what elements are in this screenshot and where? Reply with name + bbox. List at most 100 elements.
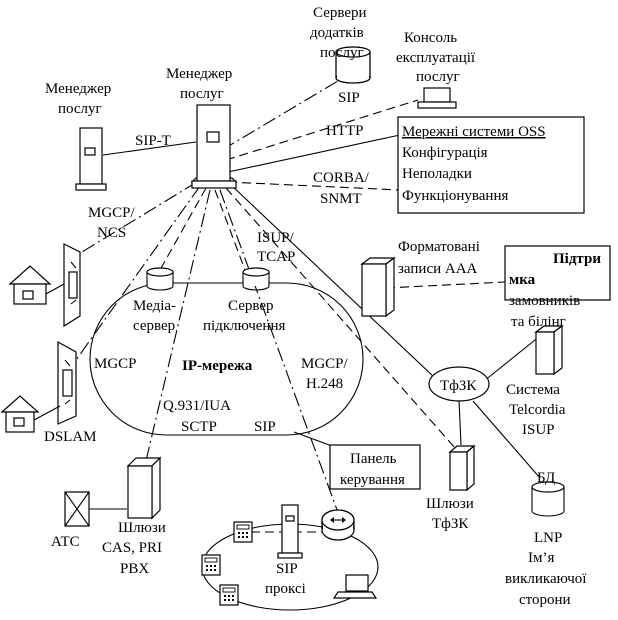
- media-server-label-1: Медіа-: [133, 298, 176, 314]
- tfzk-gw-label-2: ТфЗК: [432, 516, 469, 532]
- app-servers-label-3: послуг: [320, 45, 364, 61]
- sip-proxy-label-2: проксі: [265, 581, 306, 597]
- server-indicator-icon: [206, 131, 220, 143]
- media-server-cylinder: [146, 267, 174, 291]
- dslam-label: DSLAM: [44, 429, 97, 445]
- ops-console-label-1: Консоль: [404, 30, 457, 46]
- connection-server-label-1: Сервер: [228, 298, 274, 314]
- connection-server-label-2: підключення: [203, 318, 285, 334]
- link-manager-router: [219, 189, 341, 519]
- control-panel-label-1: Панель: [350, 451, 397, 467]
- service-manager-left-label-2: послуг: [58, 101, 102, 117]
- ops-console-label-2: експлуатації: [396, 50, 476, 66]
- billing-label-3: замовників: [509, 293, 580, 309]
- ip-phone-icon: [219, 584, 239, 606]
- isup-tcap-label-1: ISUP/: [257, 230, 295, 246]
- link-tfzk-telcordia: [483, 335, 541, 382]
- app-servers-cylinder: [335, 46, 371, 84]
- link-house2-dslam: [33, 405, 61, 421]
- control-panel-box: [329, 444, 421, 490]
- cas-label-2: CAS, PRI: [102, 540, 162, 556]
- app-servers-label-2: додатків: [310, 25, 364, 41]
- tfzk-gateway-server: [448, 444, 476, 492]
- telcordia-label-3: ISUP: [522, 422, 555, 438]
- link-manager-cas: [144, 189, 211, 466]
- ops-console-terminal: [417, 87, 457, 109]
- media-server-label-2: сервер: [133, 318, 175, 334]
- ip-network-label: IP-мережа: [182, 358, 253, 374]
- mgcp-left-label: MGCP: [94, 356, 137, 372]
- q931-label-2: SCTP: [181, 419, 217, 435]
- lnp-label-3: викликаючої: [505, 571, 587, 587]
- oss-line-faults: Неполадки: [402, 166, 472, 182]
- main-service-manager: [190, 104, 238, 189]
- telcordia-label-1: Система: [506, 382, 560, 398]
- telcordia-label-2: Telcordia: [509, 402, 566, 418]
- server-indicator-icon: [285, 515, 295, 522]
- link-aaa-billing: [385, 281, 506, 289]
- server-indicator-icon: [84, 147, 96, 156]
- tfzk-gw-label-1: Шлюзи: [426, 496, 474, 512]
- link-tfzk-gw: [458, 399, 462, 446]
- tfzk-cloud: [428, 366, 490, 402]
- app-servers-label-1: Сервери: [313, 5, 367, 21]
- service-manager-left-label-1: Менеджер: [45, 81, 111, 97]
- billing-label-4: та білінг: [511, 314, 566, 330]
- aaa-label-1: Форматовані: [398, 239, 480, 255]
- atc-label: АТС: [51, 534, 80, 550]
- ip-phone-icon: [201, 554, 221, 576]
- isup-tcap-label-2: TCAP: [257, 249, 295, 265]
- link-manager-console: [225, 99, 419, 161]
- atc-switch-icon: [64, 491, 90, 527]
- q931-label-1: Q.931/IUA: [163, 398, 231, 414]
- http-label: HTTP: [326, 123, 364, 139]
- sip-proxy-label-1: SIP: [276, 561, 298, 577]
- oss-title: Мережні системи OSS: [402, 124, 546, 140]
- link-manager-media: [159, 187, 207, 271]
- lnp-label-2: Ім’я: [528, 550, 554, 566]
- link-tfzk-db: [472, 400, 541, 479]
- control-panel-label-2: керування: [340, 472, 405, 488]
- cas-label-1: Шлюзи: [118, 520, 166, 536]
- left-service-manager: [75, 127, 107, 191]
- link-manager-dslam: [75, 185, 201, 361]
- mgcp-ncs-label-2: NCS: [97, 225, 126, 241]
- connections: [75, 71, 541, 533]
- link-mgcp-ncs: [81, 181, 198, 253]
- house-icon: [8, 265, 52, 305]
- ip-phone-icon: [233, 521, 253, 543]
- sipt-label: SIP-T: [135, 133, 171, 149]
- mgcp-h248-label-1: MGCP/: [301, 356, 349, 372]
- mgcp-h248-label-2: H.248: [306, 376, 343, 392]
- mgcp-ncs-label-1: MGCP/: [88, 205, 136, 221]
- lnp-label-4: сторони: [519, 592, 571, 608]
- tfzk-cloud-label: ТфЗК: [440, 378, 477, 394]
- telcordia-server: [534, 324, 564, 376]
- sip-top-label: SIP: [338, 90, 360, 106]
- workstation-icon: [332, 574, 378, 599]
- ops-console-label-3: послуг: [416, 69, 460, 85]
- db-label: БД: [537, 470, 555, 486]
- oss-systems-box: [397, 116, 585, 214]
- billing-support-box: [504, 245, 611, 301]
- service-manager-main-label-2: послуг: [180, 86, 224, 102]
- connection-server-cylinder: [242, 267, 270, 291]
- house-icon: [0, 395, 40, 433]
- oss-line-config: Конфігурація: [402, 145, 488, 161]
- cas-label-3: PBX: [120, 561, 149, 577]
- billing-label-1: Підтри: [553, 251, 601, 267]
- link-manager-appservers: [221, 71, 354, 151]
- sip-mid-label: SIP: [254, 419, 276, 435]
- dslam-icon: [57, 340, 77, 425]
- link-manager-oss: [227, 134, 401, 173]
- db-cylinder: [531, 481, 565, 517]
- link-manager-tfzk-gw: [225, 187, 456, 449]
- billing-label-2: мка: [509, 272, 536, 288]
- link-manager-tfzk: [229, 183, 436, 379]
- router-icon: [321, 509, 355, 541]
- corba-label-1: CORBA/: [313, 170, 370, 186]
- link-manager-oss-2: [227, 181, 401, 191]
- link-sipt: [102, 141, 197, 156]
- corba-label-2: SNMT: [320, 191, 362, 207]
